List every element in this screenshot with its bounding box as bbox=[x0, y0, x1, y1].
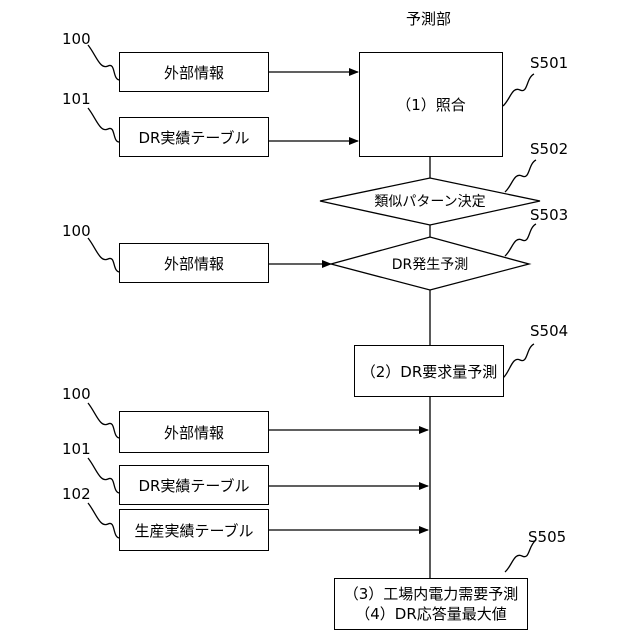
step-id-s501: S501 bbox=[530, 54, 568, 72]
leader-squiggle-g2a bbox=[88, 238, 120, 272]
predictor-title: 予測部 bbox=[406, 8, 451, 29]
leader-squiggle-s503 bbox=[505, 224, 536, 256]
input-box-external-info: 外部情報 bbox=[119, 243, 269, 283]
leader-squiggle-g1a bbox=[88, 45, 120, 80]
ref-number: 102 bbox=[62, 485, 91, 503]
step-label-factory-demand: （3）工場内電力需要予測 bbox=[344, 584, 519, 604]
step-box-matching: （1）照合 bbox=[359, 52, 503, 157]
ref-number: 101 bbox=[62, 440, 91, 458]
input-box-external-info: 外部情報 bbox=[119, 411, 269, 453]
input-box-dr-record-table: DR実績テーブル bbox=[119, 117, 269, 157]
leader-squiggle-g3c bbox=[88, 503, 120, 538]
step-id-s505: S505 bbox=[528, 528, 566, 546]
leader-squiggle-g3b bbox=[88, 458, 120, 493]
decision-label-similar-pattern: 類似パターン決定 bbox=[374, 191, 485, 211]
ref-number: 100 bbox=[62, 385, 91, 403]
step-label-dr-max-response: （4）DR応答量最大値 bbox=[355, 604, 507, 624]
leader-squiggle-g1b bbox=[88, 108, 120, 142]
step-box-demand-and-max-response: （3）工場内電力需要予測 （4）DR応答量最大値 bbox=[334, 578, 528, 630]
ref-number: 101 bbox=[62, 90, 91, 108]
input-box-external-info: 外部情報 bbox=[119, 52, 269, 92]
step-id-s503: S503 bbox=[530, 206, 568, 224]
leader-squiggle-s504 bbox=[503, 344, 534, 378]
input-box-production-record-table: 生産実績テーブル bbox=[119, 509, 269, 551]
input-box-dr-record-table: DR実績テーブル bbox=[119, 465, 269, 505]
decision-label-dr-occurrence: DR発生予測 bbox=[392, 254, 469, 274]
ref-number: 100 bbox=[62, 222, 91, 240]
ref-number: 100 bbox=[62, 30, 91, 48]
leader-squiggle-s502 bbox=[505, 160, 536, 192]
step-id-s502: S502 bbox=[530, 140, 568, 158]
step-id-s504: S504 bbox=[530, 322, 568, 340]
leader-squiggle-s501 bbox=[503, 74, 534, 106]
leader-squiggle-g3a bbox=[88, 403, 120, 438]
step-box-dr-request-forecast: （2）DR要求量予測 bbox=[354, 345, 504, 397]
